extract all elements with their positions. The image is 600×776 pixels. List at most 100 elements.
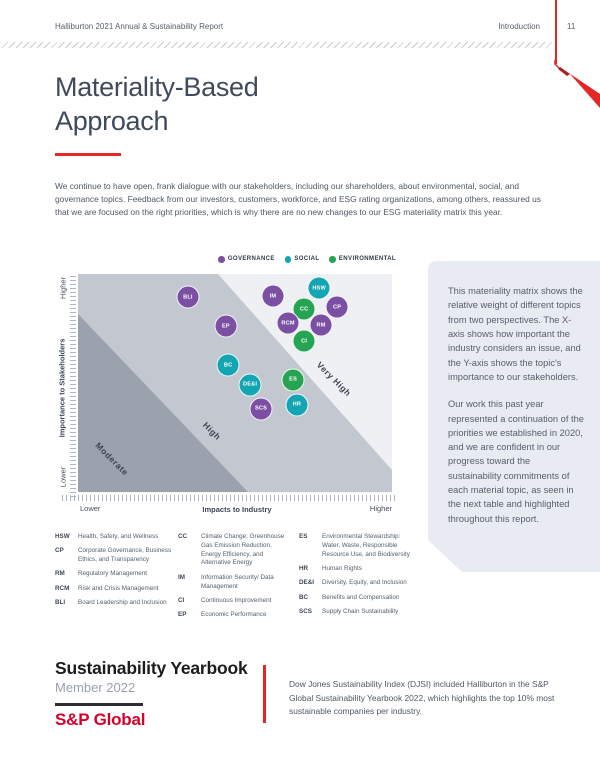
key-abbr: CC	[178, 533, 188, 540]
x-axis-ticks	[62, 495, 397, 501]
x-axis-title: Impacts to Industry	[202, 505, 272, 514]
key-label: Supply Chain Sustainability	[322, 607, 399, 615]
key-abbr: RCM	[55, 584, 70, 592]
key-label: Benefits and Compensation	[322, 593, 400, 601]
legend-dot-icon	[218, 256, 225, 263]
key-label: Diversity, Equity, and Inclusion	[322, 579, 407, 587]
key-item-scs: SCS Supply Chain Sustainability	[299, 608, 417, 617]
key-item-cp: CP Corporate Governance, Business Ethics,…	[55, 547, 178, 565]
key-label: Risk and Crisis Management	[78, 584, 159, 592]
key-label: Health, Safety, and Wellness	[78, 533, 159, 540]
key-abbr: EP	[178, 611, 187, 619]
legend-dot-icon	[329, 256, 336, 263]
y-axis-ticks	[70, 276, 76, 498]
key-item-cc: CC Climate Change: Greenhouse Gas Emissio…	[178, 533, 299, 568]
key-label: Human Rights	[322, 564, 362, 572]
legend-label: ENVIRONMENTAL	[338, 256, 396, 263]
yearbook-member: Member 2022	[55, 680, 136, 695]
matrix-point-bli: BLI	[176, 285, 200, 309]
footer-paragraph: Dow Jones Sustainability Index (DJSI) in…	[289, 679, 555, 717]
key-abbr: IM	[178, 573, 185, 581]
key-abbr: BC	[299, 593, 309, 601]
hatch-divider	[0, 42, 553, 48]
key-item-deandi: DE&I Diversity, Equity, and Inclusion	[299, 579, 417, 588]
callout-paragraph-1: This materiality matrix shows the relati…	[448, 286, 583, 382]
matrix-point-es: ES	[281, 368, 305, 391]
key-item-hr: HR Human Rights	[299, 565, 417, 574]
sp-global-logo: S&P Global	[55, 710, 146, 729]
matrix-point-cc: CC	[292, 297, 316, 321]
matrix-point-rm: RM	[309, 313, 333, 337]
key-item-es: ES Environmental Stewardship: Water, Wast…	[299, 533, 417, 559]
matrix-point-ci: CI	[292, 329, 316, 353]
key-abbr: SCS	[299, 607, 312, 615]
legend-item-social: SOCIAL	[284, 256, 320, 263]
legend-item-governance: GOVERNANCE	[218, 256, 275, 263]
key-item-im: IM Information Security/ Data Management	[178, 574, 299, 592]
key-column-2: CC Climate Change: Greenhouse Gas Emissio…	[178, 533, 299, 626]
key-column-3: ES Environmental Stewardship: Water, Wast…	[299, 533, 417, 626]
key-abbr: ES	[299, 533, 308, 540]
intro-paragraph: We continue to have open, frank dialogue…	[55, 181, 541, 218]
matrix-point-hsw: HSW	[307, 276, 331, 300]
page-title-line1: Materiality-Based	[55, 72, 259, 102]
legend-label: SOCIAL	[294, 256, 320, 263]
legend-label: GOVERNANCE	[227, 256, 275, 263]
key-label: Corporate Governance, Business Ethics, a…	[78, 547, 172, 564]
legend-item-environmental: ENVIRONMENTAL	[329, 256, 396, 263]
callout-box: This materiality matrix shows the relati…	[428, 261, 600, 572]
key-abbr: DE&I	[299, 579, 315, 587]
key-item-bc: BC Benefits and Compensation	[299, 594, 417, 603]
key-item-rm: RM Regulatory Management	[55, 570, 178, 579]
page-number: 11	[567, 22, 576, 31]
matrix-point-hr: HR	[285, 393, 309, 417]
footer-red-divider	[263, 665, 266, 723]
key-item-rcm: RCM Risk and Crisis Management	[55, 585, 178, 594]
matrix-point-scs: SCS	[249, 397, 273, 421]
section-label: Introduction	[498, 22, 540, 31]
key-label: Economic Performance	[201, 611, 267, 619]
key-label: Climate Change: Greenhouse Gas Emission …	[201, 533, 285, 567]
title-underline	[55, 153, 121, 156]
key-abbr: CP	[55, 547, 64, 555]
key-abbr: BLI	[55, 599, 66, 607]
key-label: Information Security/ Data Management	[201, 573, 274, 590]
matrix-point-cp: CP	[325, 295, 349, 319]
x-axis-lower-label: Lower	[80, 504, 101, 513]
matrix-point-ep: EP	[214, 314, 238, 338]
header-red-divider	[555, 0, 557, 64]
key-item-hsw: HSW Health, Safety, and Wellness	[55, 533, 178, 542]
page-title: Materiality-Based Approach	[55, 70, 259, 138]
y-axis-higher-label: Higher	[58, 276, 68, 300]
matrix-point-bc: BC	[216, 353, 240, 377]
y-axis-title: Importance to Stakeholders	[57, 338, 67, 438]
key-item-ep: EP Economic Performance	[178, 611, 299, 620]
key-label: Regulatory Management	[78, 570, 147, 578]
yearbook-title: Sustainability Yearbook	[55, 658, 248, 678]
matrix-point-deandi: DE&I	[238, 373, 262, 397]
corner-ribbon-icon	[554, 60, 600, 108]
key-label: Board Leadership and Inclusion	[78, 599, 167, 607]
key-label: Continuous Improvement	[201, 596, 272, 604]
key-abbr: HR	[299, 564, 309, 572]
legend-dot-icon	[284, 256, 292, 263]
key-abbr: RM	[55, 570, 65, 578]
x-axis-higher-label: Higher	[369, 504, 392, 513]
key-item-bli: BLI Board Leadership and Inclusion	[55, 599, 178, 608]
chart-legend: GOVERNANCE SOCIAL ENVIRONMENTAL	[215, 256, 396, 263]
y-axis-lower-label: Lower	[58, 466, 68, 488]
callout-paragraph-2: Our work this past year represented a co…	[448, 399, 584, 524]
key-item-ci: CI Continuous Improvement	[178, 597, 299, 606]
matrix-point-rcm: RCM	[276, 311, 300, 335]
key-label: Environmental Stewardship: Water, Waste,…	[322, 533, 410, 558]
matrix-point-im: IM	[261, 284, 285, 308]
report-title-header: Halliburton 2021 Annual & Sustainability…	[55, 22, 224, 31]
yearbook-rule	[55, 703, 143, 706]
key-abbr: HSW	[55, 533, 70, 540]
key-abbr: CI	[178, 596, 185, 604]
page-title-line2: Approach	[55, 106, 169, 136]
